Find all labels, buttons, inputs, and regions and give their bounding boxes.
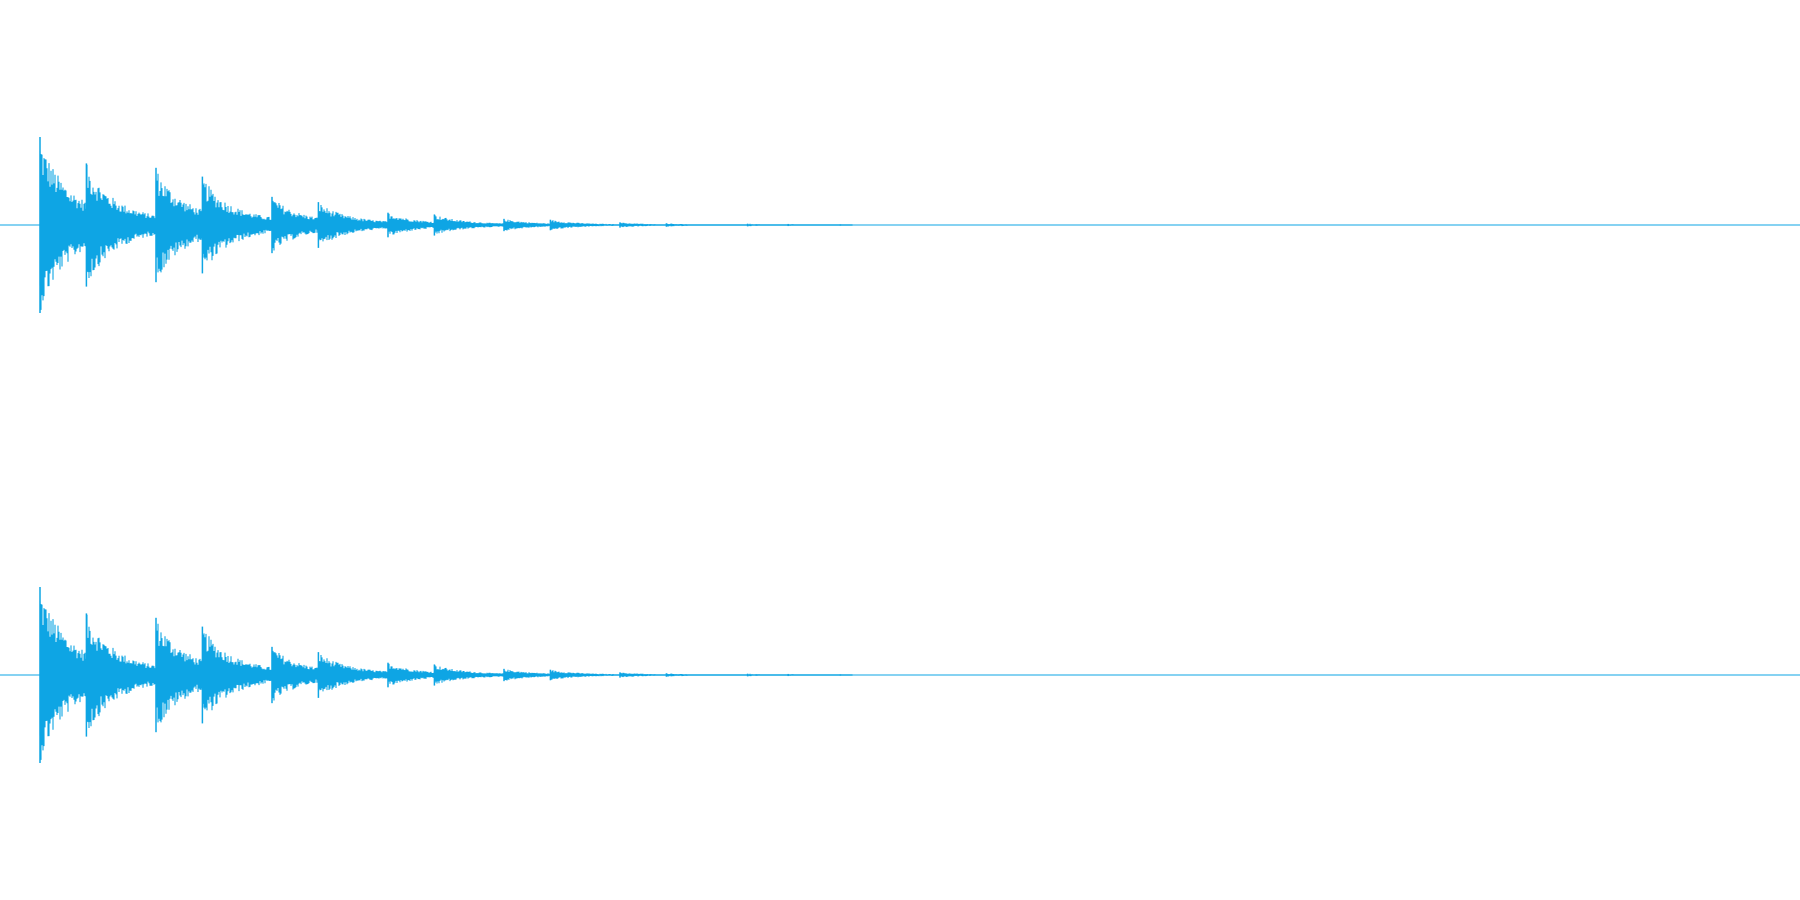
waveform-path (39, 150, 853, 310)
channel-1-waveform (0, 137, 1800, 313)
waveform-path (39, 600, 853, 760)
channel-2-waveform (0, 587, 1800, 763)
